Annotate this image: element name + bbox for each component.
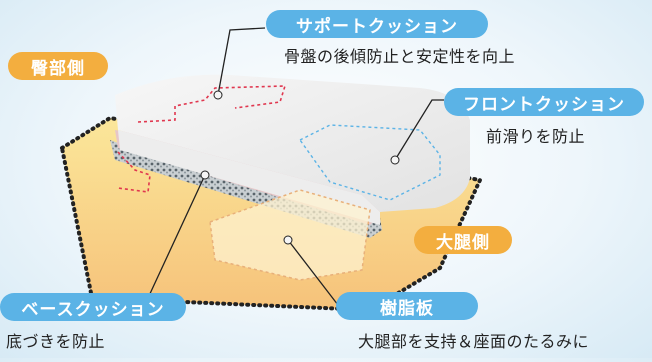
hip-side-label: 臀部側 (8, 52, 108, 80)
base-cushion-caption: 底づきを防止 (6, 332, 106, 351)
front-cushion-caption: 前滑りを防止 (486, 127, 586, 146)
base-cushion-label: ベースクッション (0, 293, 186, 321)
thigh-side-label: 大腿側 (414, 226, 512, 254)
board-leader (287, 239, 339, 306)
front-cushion-outline (298, 124, 441, 201)
support-cushion-caption: 骨盤の後傾防止と安定性を向上 (284, 47, 516, 66)
top-cushion-layer (115, 74, 470, 213)
front-leader (394, 99, 444, 161)
base-leader (147, 174, 206, 299)
resin-board (210, 190, 370, 280)
front-cushion-label: フロントクッション (444, 88, 644, 116)
resin-board-caption: 大腿部を支持＆座面のたるみに (358, 332, 590, 351)
support-leader (217, 27, 266, 96)
resin-board-label: 樹脂板 (336, 292, 478, 320)
support-cushion-label: サポートクッション (266, 10, 488, 38)
support-cushion-outline (117, 85, 287, 193)
